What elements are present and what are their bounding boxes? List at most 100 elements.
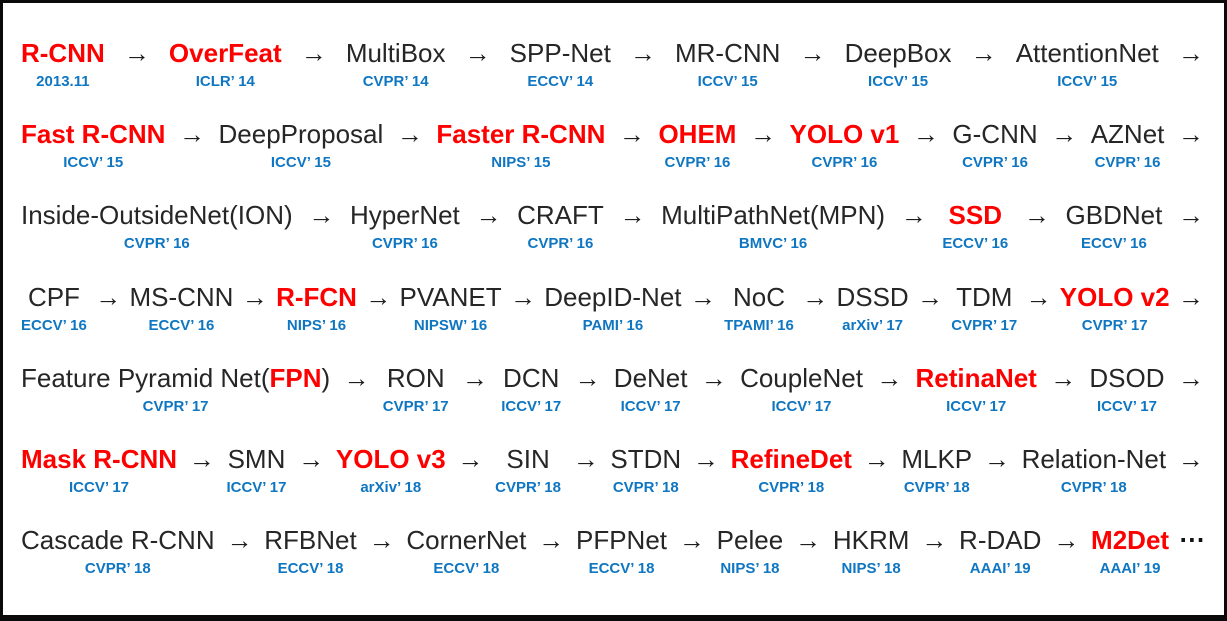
model-name: Fast R-CNN [21, 119, 166, 150]
arrow-icon: → [863, 443, 890, 474]
ellipsis-icon: ⋯ [1178, 523, 1206, 554]
venue-label: ECCV’ 16 [21, 316, 87, 334]
venue-label: CVPR’ 16 [371, 235, 438, 253]
arrow-icon: → [226, 524, 253, 555]
model-name: MLKP [901, 443, 973, 474]
venue-label: AAAI’ 19 [1099, 559, 1161, 577]
model-name: YOLO v3 [335, 443, 446, 474]
model-name: CRAFT [517, 200, 604, 231]
venue-label: ECCV’ 18 [433, 559, 500, 577]
arrow-icon: → [241, 281, 268, 312]
venue-label: CVPR’ 17 [951, 316, 1018, 334]
arrow-icon: → [1025, 281, 1052, 312]
arrow-icon: → [123, 38, 150, 69]
model-name-highlight: FPN [269, 362, 322, 393]
arrow-icon: → [461, 362, 488, 393]
arrow-icon: → [365, 281, 392, 312]
model-name: Relation-Net [1021, 443, 1167, 474]
model-name: NoC [732, 281, 785, 312]
model-name: AttentionNet [1015, 38, 1159, 69]
arrow-icon: → [1177, 443, 1204, 474]
venue-label: ICCV’ 17 [771, 397, 832, 415]
venue-label: CVPR’ 17 [382, 397, 449, 415]
venue-label: CVPR’ 17 [142, 397, 209, 415]
model-item: Feature Pyramid Net(FPN)CVPR’ 17 [21, 362, 330, 415]
model-name: RefineDet [730, 443, 852, 474]
venue-label: ECCV’ 16 [148, 316, 215, 334]
arrow-icon: → [95, 281, 122, 312]
arrow-icon: → [749, 119, 776, 150]
model-name: CoupleNet [740, 362, 863, 393]
venue-label: CVPR’ 18 [84, 559, 151, 577]
arrow-icon: → [802, 281, 829, 312]
model-item: MLKP CVPR’ 18 [901, 443, 972, 496]
venue-label: CVPR’ 16 [664, 154, 731, 172]
venue-label: AAAI’ 19 [969, 559, 1031, 577]
arrow-icon: → [298, 443, 325, 474]
model-name: OverFeat [168, 38, 282, 69]
venue-label: CVPR’ 16 [962, 154, 1028, 172]
venue-label: NIPS’ 15 [491, 154, 551, 172]
model-item: DSOD ICCV’ 17 [1089, 362, 1164, 415]
arrow-icon: → [1023, 200, 1050, 231]
arrow-icon: → [983, 443, 1010, 474]
arrow-icon: → [900, 200, 927, 231]
arrow-icon: → [572, 443, 599, 474]
model-name: SIN [506, 443, 550, 474]
venue-label: ICCV’ 17 [1096, 397, 1157, 415]
venue-label: NIPSW’ 16 [413, 316, 488, 334]
model-item: MultiPathNet(MPN)BMVC’ 16 [661, 199, 885, 252]
arrow-icon: → [689, 281, 716, 312]
model-name: Mask R-CNN [21, 443, 178, 474]
arrow-icon: → [1177, 362, 1204, 393]
model-name: AZNet [1090, 119, 1165, 150]
venue-label: CVPR’ 18 [903, 478, 970, 496]
model-name: DSOD [1089, 362, 1165, 393]
arrow-icon: → [343, 362, 370, 393]
model-name: SSD [948, 200, 1003, 231]
arrow-icon: → [1053, 524, 1080, 555]
model-name: STDN [610, 443, 682, 474]
arrow-icon: → [921, 524, 948, 555]
venue-label: CVPR’ 16 [123, 235, 190, 253]
venue-label: ICCV’ 15 [270, 154, 331, 172]
venue-label: ICCV’ 15 [1057, 73, 1118, 91]
model-name-part: ) [321, 362, 331, 393]
arrow-icon: → [1177, 119, 1204, 150]
model-name: RFBNet [264, 524, 357, 555]
model-name: TDM [956, 281, 1013, 312]
model-name: Inside-OutsideNet(ION) [21, 200, 293, 231]
venue-label: ICCV’ 15 [697, 73, 758, 91]
arrow-icon: → [368, 524, 395, 555]
model-name: HKRM [832, 524, 910, 555]
arrow-icon: → [574, 362, 601, 393]
arrow-icon: → [300, 38, 327, 69]
arrow-icon: → [188, 443, 215, 474]
model-name: G-CNN [952, 119, 1038, 150]
